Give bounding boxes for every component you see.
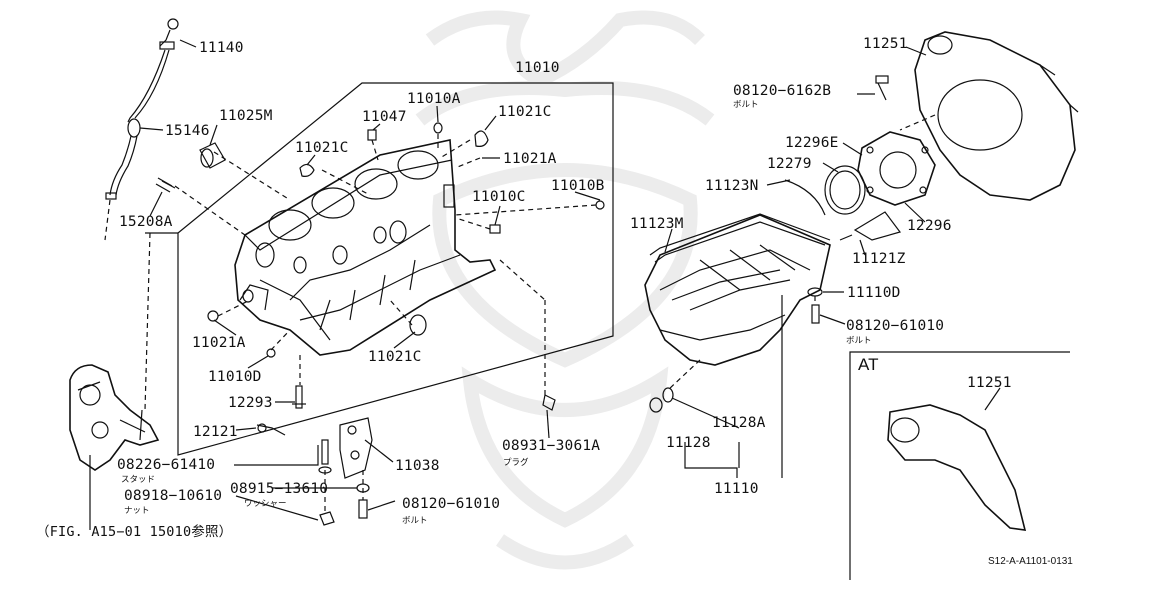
- bolt-6162B: [875, 75, 889, 101]
- label-11251-inset: 11251: [967, 375, 1012, 391]
- label-08120-61010-left: 08120−61010: [402, 496, 501, 512]
- label-11021A-bottom: 11021A: [192, 335, 246, 351]
- rear-plate: [899, 31, 1079, 201]
- leader-lines: [89, 39, 1001, 530]
- label-11021C-top: 11021C: [498, 104, 552, 120]
- pan-bolt: [807, 287, 823, 324]
- bracket-11038: [318, 417, 373, 526]
- block-small-parts: [207, 122, 605, 436]
- watermark-emblem: [415, 10, 715, 570]
- reference-note: （FIG. A15−01 15010参照）: [36, 524, 233, 540]
- label-12296: 12296: [907, 218, 952, 234]
- inset-title-at: AT: [858, 355, 879, 374]
- label-15208A: 15208A: [119, 214, 173, 230]
- label-11010D: 11010D: [208, 369, 262, 385]
- dipstick: [127, 18, 179, 123]
- part-11025M: [199, 142, 226, 169]
- label-11038: 11038: [395, 458, 440, 474]
- label-11140: 11140: [199, 40, 244, 56]
- label-11021C-left: 11021C: [295, 140, 349, 156]
- label-11251-top: 11251: [863, 36, 908, 52]
- assembly-lines-block: [104, 134, 597, 411]
- dipstick-tube: [105, 118, 141, 200]
- cylinder-block: [234, 139, 497, 356]
- label-11010C: 11010C: [472, 189, 526, 205]
- label-11025M: 11025M: [219, 108, 273, 124]
- label-11128: 11128: [666, 435, 711, 451]
- label-11010: 11010: [515, 60, 560, 76]
- label-12296E: 12296E: [785, 135, 839, 151]
- part-15208A: [155, 177, 176, 193]
- oil-pan: [644, 214, 831, 413]
- label-11121Z: 11121Z: [852, 251, 906, 267]
- label-08918-10610: 08918−10610: [124, 488, 223, 504]
- label-08915-13610: 08915−13610: [230, 481, 329, 497]
- label-11123N: 11123N: [705, 178, 759, 194]
- sub-stud: スタッド: [121, 475, 156, 485]
- label-08931-3061A: 08931−3061A: [502, 438, 601, 454]
- gasket-11123N: [784, 179, 826, 216]
- label-12121: 12121: [193, 424, 238, 440]
- front-cover: [69, 364, 160, 471]
- label-08226-61410: 08226−61410: [117, 457, 216, 473]
- sub-plug: プラグ: [503, 458, 529, 468]
- label-12293: 12293: [228, 395, 273, 411]
- oil-pan-gasket: [649, 213, 831, 263]
- sub-washer: ワッシャー: [244, 499, 287, 509]
- label-11021C-bottom: 11021C: [368, 349, 422, 365]
- label-11110D: 11110D: [847, 285, 901, 301]
- sub-bolt-top: ボルト: [733, 100, 759, 110]
- label-15146: 15146: [165, 123, 210, 139]
- label-11021A-top: 11021A: [503, 151, 557, 167]
- label-11010B: 11010B: [551, 178, 605, 194]
- label-11110: 11110: [714, 481, 759, 497]
- at-inset-box: [849, 351, 1070, 580]
- cylinder-block-bracket: [145, 82, 614, 456]
- sub-bolt-right: ボルト: [846, 336, 872, 346]
- rear-seal-retainer: [857, 131, 936, 206]
- strainer-11121Z: [839, 211, 902, 241]
- label-11010A: 11010A: [407, 91, 461, 107]
- label-11128A: 11128A: [712, 415, 766, 431]
- label-11047: 11047: [362, 109, 407, 125]
- sub-nut: ナット: [124, 506, 150, 516]
- label-11123M: 11123M: [630, 216, 684, 232]
- sub-bolt-left: ボルト: [402, 516, 428, 526]
- label-12279: 12279: [767, 156, 812, 172]
- label-08120-6162B: 08120−6162B: [733, 83, 832, 99]
- label-08120-61010-right: 08120−61010: [846, 318, 945, 334]
- rear-oil-seal: [824, 165, 866, 215]
- figure-code: S12-A-A1101-0131: [988, 556, 1073, 567]
